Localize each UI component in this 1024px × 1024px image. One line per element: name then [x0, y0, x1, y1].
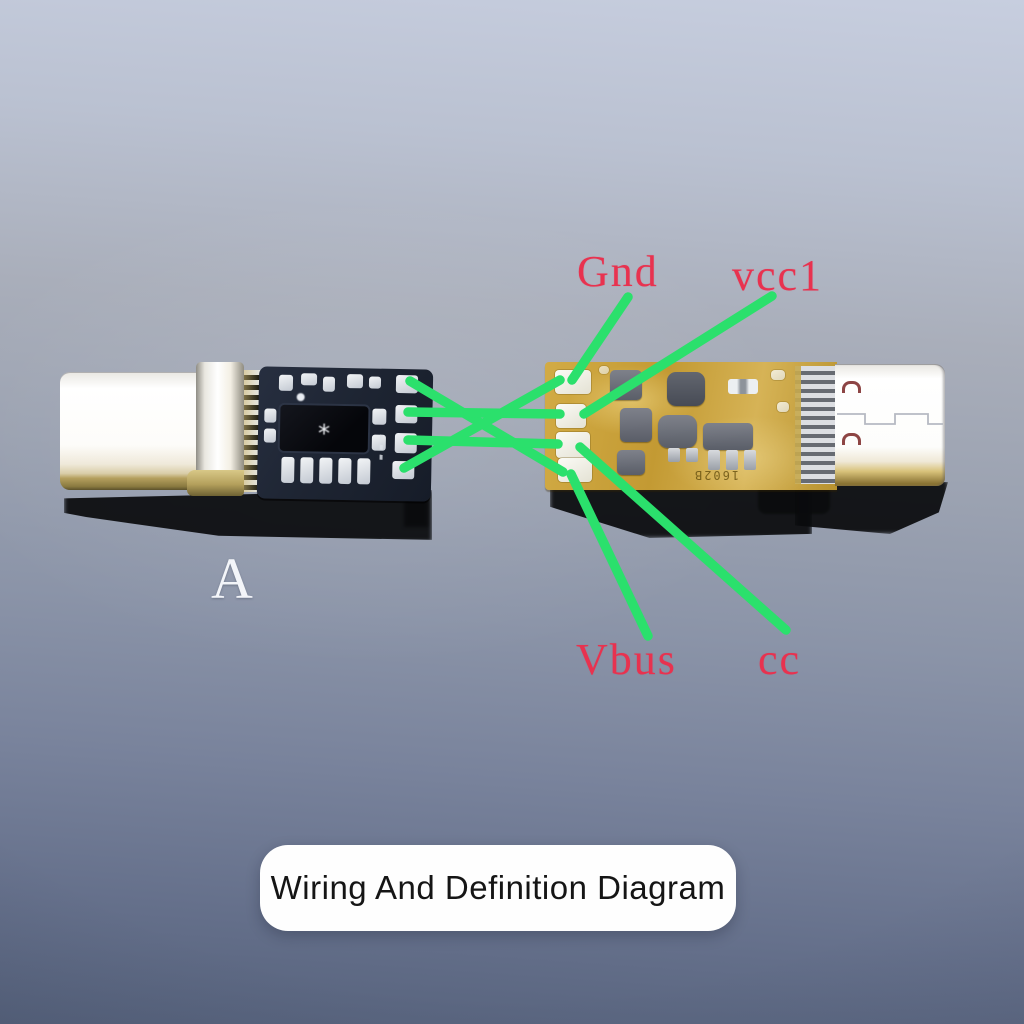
wire-gnd-to-right-pad1 [567, 292, 633, 385]
shell-dimple [842, 381, 861, 393]
wire-vbus-to-right-pad4 [566, 469, 653, 641]
smd-capacitor [667, 372, 705, 406]
component-leg [726, 450, 738, 470]
component-leg [668, 448, 680, 462]
shell-dimple [842, 433, 861, 445]
wire-cc-to-right-pad3 [575, 442, 791, 635]
wire-left-pad4-to-right-pad1 [399, 375, 565, 473]
caption-box: Wiring And Definition Diagram [260, 845, 736, 931]
pin-label-gnd: Gnd [577, 247, 659, 296]
solder-pad [777, 402, 789, 412]
voltage-regulator [703, 423, 753, 450]
solder-pad [771, 370, 785, 380]
shell-seam [837, 413, 943, 425]
component-leg [708, 450, 720, 470]
pin-label-vcc1: vcc1 [732, 251, 824, 300]
smd-transistor [620, 408, 652, 442]
caption-text: Wiring And Definition Diagram [270, 869, 726, 906]
pin-label-cc: cc [758, 635, 802, 684]
smd-transistor [658, 415, 697, 448]
wire-left-pad3-to-right-pad3 [403, 435, 563, 449]
smd-diode [728, 379, 758, 394]
usb-a-contact-fingers [795, 366, 837, 484]
usb-c-plug-shell [60, 372, 197, 490]
usb-c-plug-collar [187, 362, 244, 496]
wire-left-pad2-to-right-pad2 [403, 407, 565, 419]
component-leg [744, 450, 756, 470]
pin-label-vbus: Vbus [576, 635, 677, 684]
usb-a-plug-shell [835, 364, 945, 486]
smd-transistor [617, 450, 645, 475]
wire-vcc1-to-right-pad2 [579, 291, 777, 419]
variant-label: A [211, 546, 253, 611]
component-leg [686, 448, 698, 462]
solder-pad [599, 366, 609, 374]
